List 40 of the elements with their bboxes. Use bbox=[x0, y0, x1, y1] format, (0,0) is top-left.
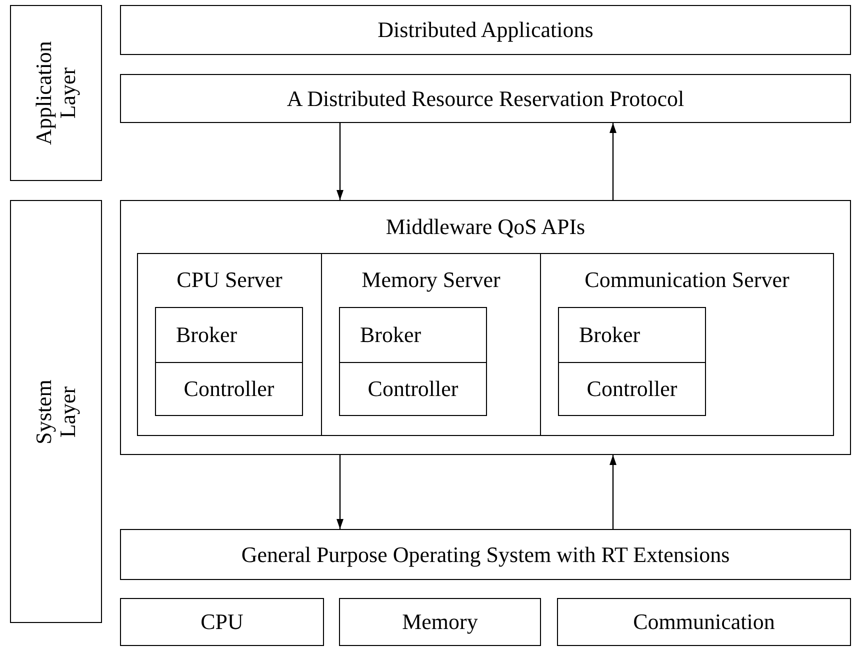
container-box bbox=[540, 253, 834, 436]
box-label: A Distributed Resource Reservation Protocol bbox=[286, 86, 686, 111]
layer-panel bbox=[10, 200, 102, 623]
component-box bbox=[120, 5, 851, 55]
box-label: Broker bbox=[176, 322, 238, 348]
component-box bbox=[339, 307, 487, 363]
component-box bbox=[120, 529, 851, 580]
component-box bbox=[339, 598, 541, 646]
arrow bbox=[336, 123, 344, 200]
box-label: Distributed Applications bbox=[376, 18, 594, 42]
component-box bbox=[557, 598, 851, 646]
box-label: Controller bbox=[586, 376, 678, 402]
container-box bbox=[137, 253, 322, 436]
box-label: Controller bbox=[366, 376, 460, 402]
arrow bbox=[336, 455, 344, 529]
box-label: Broker bbox=[360, 322, 422, 348]
component-box bbox=[339, 362, 487, 416]
component-box bbox=[155, 307, 303, 363]
layer-panel bbox=[10, 5, 102, 181]
component-box bbox=[558, 307, 706, 363]
box-label: CPU bbox=[200, 610, 244, 634]
box-label: Communication bbox=[632, 610, 776, 634]
box-label: Controller bbox=[182, 376, 276, 402]
container-box bbox=[321, 253, 541, 436]
layer-label: System Layer bbox=[32, 378, 80, 446]
box-title: CPU Server bbox=[176, 268, 284, 292]
box-label: Broker bbox=[579, 322, 640, 348]
arrow bbox=[610, 455, 616, 529]
box-label: General Purpose Operating System with RT Extensions bbox=[240, 542, 731, 567]
box-title: Middleware QoS APIs bbox=[384, 215, 586, 240]
layer-label: Application Layer bbox=[32, 40, 80, 147]
component-box bbox=[120, 74, 851, 123]
container-box bbox=[120, 200, 851, 455]
box-label: Memory bbox=[401, 610, 479, 634]
component-box bbox=[120, 598, 324, 646]
component-box bbox=[558, 362, 706, 416]
box-title: Memory Server bbox=[360, 268, 502, 292]
component-box bbox=[155, 362, 303, 416]
arrow bbox=[610, 123, 616, 200]
box-title: Communication Server bbox=[584, 268, 790, 292]
